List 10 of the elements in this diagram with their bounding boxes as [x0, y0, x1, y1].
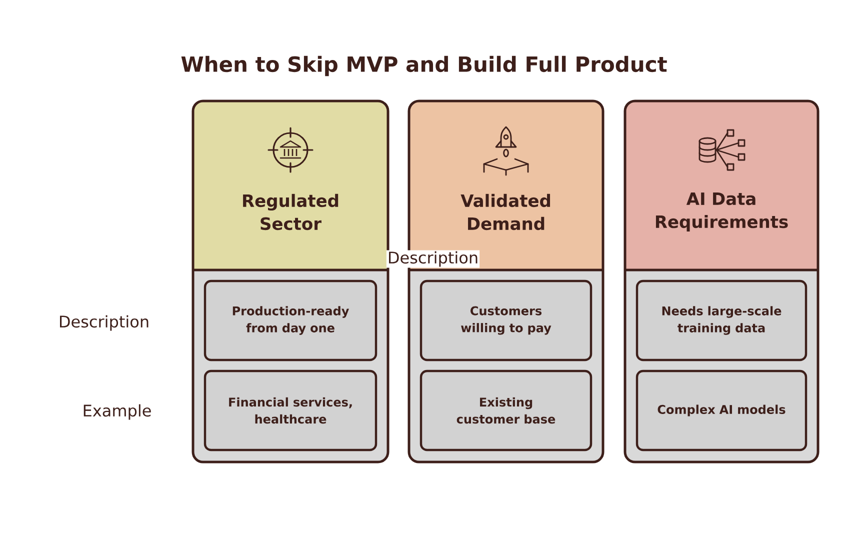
text-box: Complex AI models — [636, 370, 808, 452]
text-box: Existing customer base — [420, 370, 592, 452]
text-box: Customers willing to pay — [420, 280, 592, 362]
title: When to Skip MVP and Build Full Product — [181, 56, 667, 76]
row-label: Example — [84, 404, 151, 420]
row-label: Description — [60, 315, 148, 331]
text-label: Description — [386, 250, 480, 268]
text-box: Needs large-scale training data — [636, 280, 808, 362]
text-box: Financial services, healthcare — [204, 370, 378, 452]
text-box: Production-ready from day one — [204, 280, 378, 362]
